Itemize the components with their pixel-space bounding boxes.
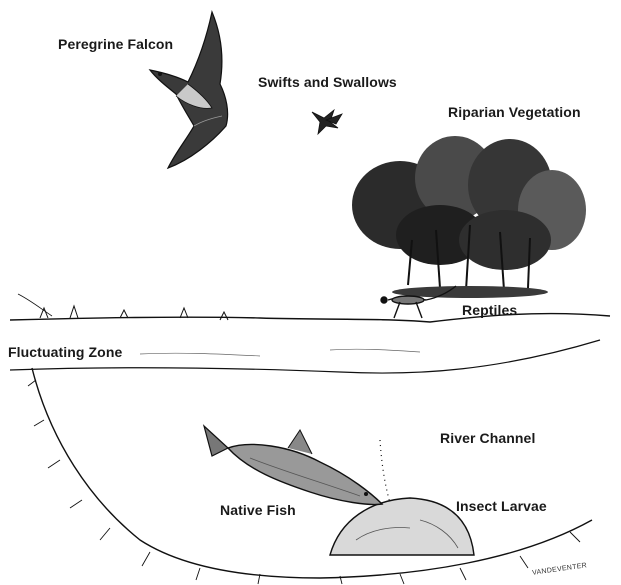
trees-drawing [352, 136, 586, 298]
fish-drawing [204, 426, 382, 505]
label-fluctuating-zone: Fluctuating Zone [8, 344, 122, 360]
label-insect-larvae: Insect Larvae [456, 498, 547, 514]
label-riparian-vegetation: Riparian Vegetation [448, 104, 581, 120]
label-swifts-swallows: Swifts and Swallows [258, 74, 397, 90]
label-river-channel: River Channel [440, 430, 535, 446]
swallows-drawing [312, 110, 342, 134]
bank-drawing [10, 294, 610, 322]
label-peregrine-falcon: Peregrine Falcon [58, 36, 173, 52]
label-native-fish: Native Fish [220, 502, 296, 518]
rock-drawing [330, 498, 474, 555]
label-reptiles: Reptiles [462, 302, 517, 318]
